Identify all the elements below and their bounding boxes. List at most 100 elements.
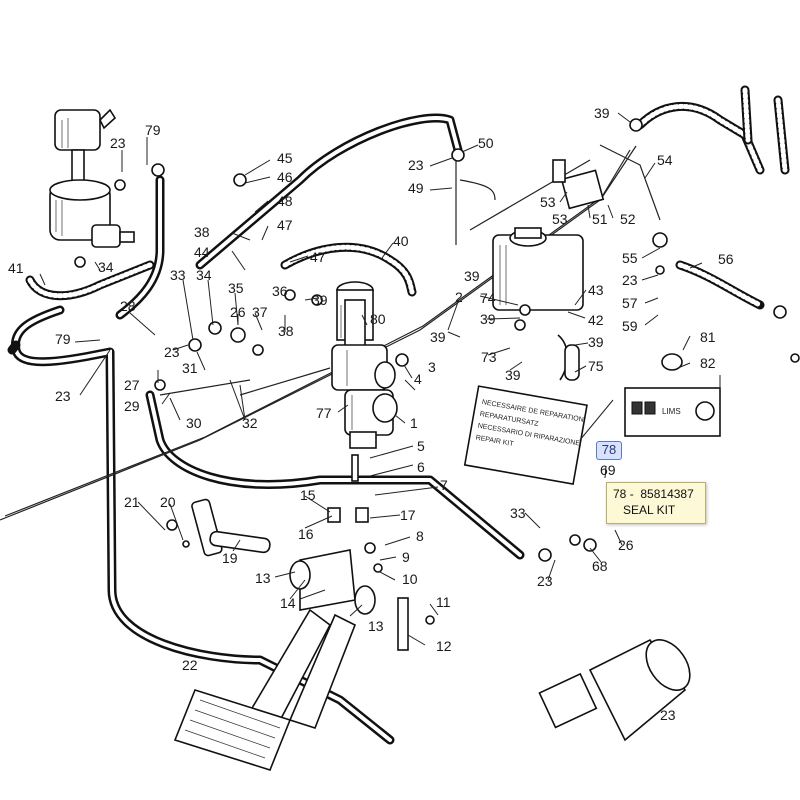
- callout-23[interactable]: 23: [164, 344, 180, 360]
- callout-52[interactable]: 52: [620, 211, 636, 227]
- callout-27[interactable]: 27: [124, 377, 140, 393]
- callout-34[interactable]: 34: [98, 259, 114, 275]
- fittings: [74, 118, 800, 625]
- callout-53[interactable]: 53: [552, 211, 568, 227]
- callout-11[interactable]: 11: [436, 594, 451, 610]
- callout-30[interactable]: 30: [186, 415, 202, 431]
- part-tooltip: 78 - 85814387 SEAL KIT: [606, 482, 706, 524]
- callout-labels: 79 23 34 41 50 23 49 39 54 53 53 51 52 4…: [8, 105, 734, 723]
- callout-40[interactable]: 40: [393, 233, 409, 249]
- callout-46[interactable]: 46: [277, 169, 293, 185]
- callout-15[interactable]: 15: [300, 487, 316, 503]
- callout-38[interactable]: 38: [278, 323, 294, 339]
- callout-41[interactable]: 41: [8, 260, 24, 276]
- callout-49[interactable]: 49: [408, 180, 424, 196]
- callout-39[interactable]: 39: [430, 329, 446, 345]
- tooltip-dash: -: [629, 487, 634, 501]
- callout-33[interactable]: 33: [170, 267, 186, 283]
- callout-13[interactable]: 13: [255, 570, 271, 586]
- callout-38[interactable]: 38: [194, 224, 210, 240]
- callout-16[interactable]: 16: [298, 526, 314, 542]
- callout-39[interactable]: 39: [464, 268, 480, 284]
- highlighted-callout-label: 78: [601, 442, 617, 457]
- callout-10[interactable]: 10: [402, 571, 418, 587]
- leader-lines: [39, 112, 721, 646]
- callout-37[interactable]: 37: [252, 304, 268, 320]
- tooltip-part-number: 85814387: [640, 487, 694, 501]
- callout-44[interactable]: 44: [194, 244, 210, 260]
- callout-43[interactable]: 43: [588, 282, 604, 298]
- callout-6[interactable]: 6: [417, 459, 425, 475]
- callout-47[interactable]: 47: [310, 249, 326, 265]
- callout-50[interactable]: 50: [478, 135, 494, 151]
- callout-26[interactable]: 26: [618, 537, 634, 553]
- callout-68[interactable]: 68: [592, 558, 608, 574]
- callout-81[interactable]: 81: [700, 329, 716, 345]
- callout-53[interactable]: 53: [540, 194, 556, 210]
- callout-69[interactable]: 69: [600, 462, 616, 478]
- callout-26[interactable]: 26: [230, 304, 246, 320]
- callout-39[interactable]: 39: [594, 105, 610, 121]
- callout-79[interactable]: 79: [55, 331, 71, 347]
- callout-14[interactable]: 14: [280, 595, 296, 611]
- callout-4[interactable]: 4: [414, 371, 422, 387]
- callout-17[interactable]: 17: [400, 507, 416, 523]
- callout-56[interactable]: 56: [718, 251, 734, 267]
- callout-34[interactable]: 34: [196, 267, 212, 283]
- callout-45[interactable]: 45: [277, 150, 293, 166]
- callout-12[interactable]: 12: [436, 638, 452, 654]
- tooltip-ref-row: 78 - 85814387: [613, 486, 699, 502]
- callout-32[interactable]: 32: [242, 415, 258, 431]
- callout-5[interactable]: 5: [417, 438, 425, 454]
- callout-39[interactable]: 39: [505, 367, 521, 383]
- callout-73[interactable]: 73: [481, 349, 497, 365]
- callout-75[interactable]: 75: [588, 358, 604, 374]
- callout-51[interactable]: 51: [592, 211, 608, 227]
- rigid-lines: [0, 144, 661, 521]
- callout-59[interactable]: 59: [622, 318, 638, 334]
- callout-54[interactable]: 54: [657, 152, 673, 168]
- callout-28[interactable]: 28: [120, 298, 136, 314]
- callout-22[interactable]: 22: [182, 657, 198, 673]
- callout-23[interactable]: 23: [110, 135, 126, 151]
- callout-8[interactable]: 8: [416, 528, 424, 544]
- callout-29[interactable]: 29: [124, 398, 140, 414]
- callout-55[interactable]: 55: [622, 250, 638, 266]
- repair-kit-decal: NECESSAIRE DE REPARATION REPARATURSATZ N…: [463, 385, 588, 485]
- callout-79[interactable]: 79: [145, 122, 161, 138]
- callout-19[interactable]: 19: [222, 550, 238, 566]
- callout-20[interactable]: 20: [160, 494, 176, 510]
- callout-1[interactable]: 1: [410, 415, 418, 431]
- tooltip-ref: 78: [613, 487, 627, 501]
- highlighted-callout-78[interactable]: 78: [596, 441, 622, 460]
- callout-77[interactable]: 77: [316, 405, 332, 421]
- callout-31[interactable]: 31: [182, 360, 198, 376]
- callout-36[interactable]: 36: [272, 283, 288, 299]
- callout-9[interactable]: 9: [402, 549, 410, 565]
- callout-39[interactable]: 39: [588, 334, 604, 350]
- callout-80[interactable]: 80: [370, 311, 386, 327]
- callout-23[interactable]: 23: [55, 388, 71, 404]
- central-valve: [331, 281, 398, 482]
- callout-23[interactable]: 23: [622, 272, 638, 288]
- callout-48[interactable]: 48: [277, 193, 293, 209]
- callout-3[interactable]: 3: [428, 359, 436, 375]
- callout-21[interactable]: 21: [124, 494, 140, 510]
- callout-74[interactable]: 74: [480, 290, 496, 306]
- callout-47[interactable]: 47: [277, 217, 293, 233]
- callout-33[interactable]: 33: [510, 505, 526, 521]
- callout-39[interactable]: 39: [312, 292, 328, 308]
- callout-39[interactable]: 39: [480, 311, 496, 327]
- callout-57[interactable]: 57: [622, 295, 638, 311]
- callout-23[interactable]: 23: [660, 707, 676, 723]
- callout-23[interactable]: 23: [537, 573, 553, 589]
- callout-13[interactable]: 13: [368, 618, 384, 634]
- callout-2[interactable]: 2: [455, 289, 463, 305]
- hose-lines: [7, 85, 790, 745]
- callout-42[interactable]: 42: [588, 312, 604, 328]
- callout-82[interactable]: 82: [700, 355, 716, 371]
- callout-23[interactable]: 23: [408, 157, 424, 173]
- callout-7[interactable]: 7: [440, 477, 448, 493]
- callout-35[interactable]: 35: [228, 280, 244, 296]
